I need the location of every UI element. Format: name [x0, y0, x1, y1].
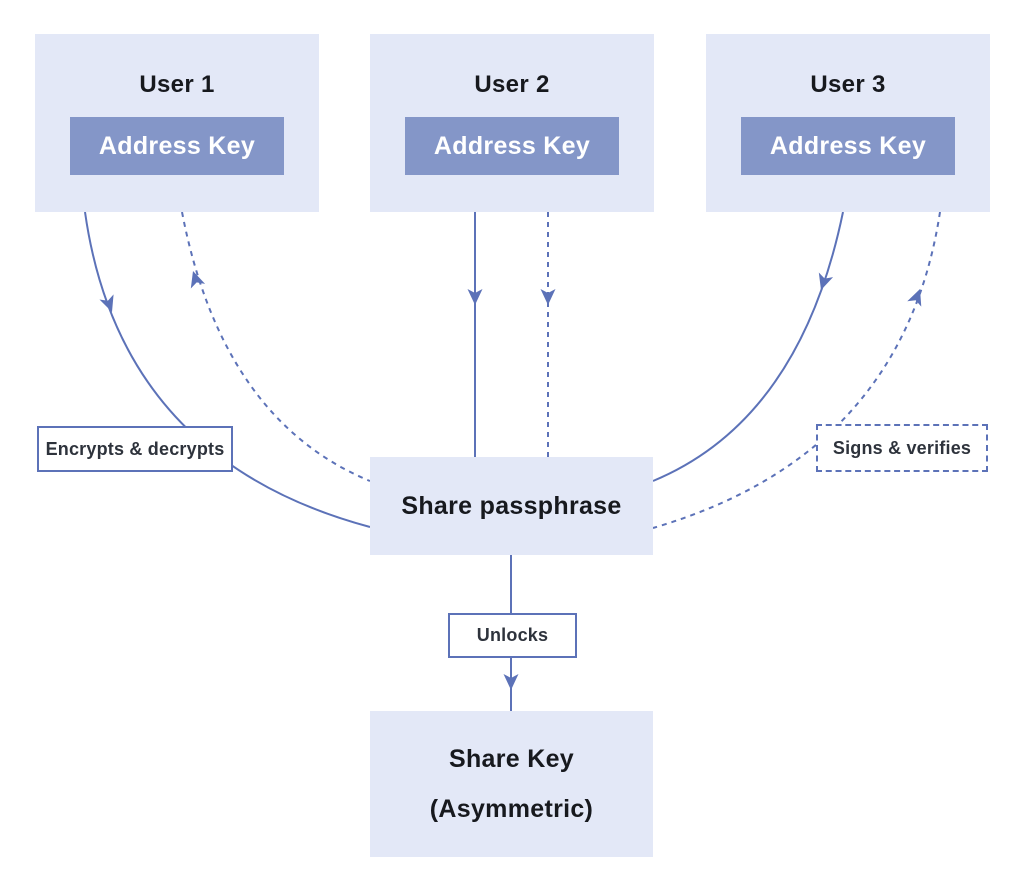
user2-box: User 2 Address Key: [370, 34, 654, 212]
user1-box: User 1 Address Key: [35, 34, 319, 212]
arrowhead-user1-solid-down: [99, 294, 114, 312]
share-key-line2: (Asymmetric): [429, 795, 594, 823]
user2-title: User 2: [474, 71, 550, 98]
user3-box: User 3 Address Key: [706, 34, 990, 212]
edge-user3-to-center-solid: [652, 211, 844, 482]
user1-address-key-box: Address Key: [70, 117, 284, 175]
user3-title: User 3: [810, 71, 886, 98]
share-passphrase-box: Share passphrase: [370, 457, 653, 555]
arrowhead-user3-dashed-up: [907, 289, 922, 307]
user2-address-key-box: Address Key: [405, 117, 619, 175]
user1-title: User 1: [139, 71, 215, 98]
arrowhead-user3-solid-down: [818, 272, 834, 290]
arrowhead-unlocks-down: [503, 674, 519, 690]
unlocks-label: Unlocks: [448, 613, 577, 658]
edge-center-to-user3-dashed: [652, 211, 941, 529]
share-key-line1: Share Key: [449, 745, 574, 773]
arrowhead-user2-solid-down: [467, 289, 483, 305]
user3-address-key-box: Address Key: [741, 117, 955, 175]
arrowhead-user1-dashed-up: [190, 271, 206, 289]
encrypts-decrypts-label: Encrypts & decrypts: [37, 426, 233, 472]
arrowhead-user2-dashed-down: [540, 289, 556, 305]
share-key-box: Share Key (Asymmetric): [370, 711, 653, 857]
edge-center-to-user1-dashed: [181, 211, 371, 482]
edge-user1-to-center-solid: [84, 211, 371, 528]
signs-verifies-label: Signs & verifies: [816, 424, 988, 472]
